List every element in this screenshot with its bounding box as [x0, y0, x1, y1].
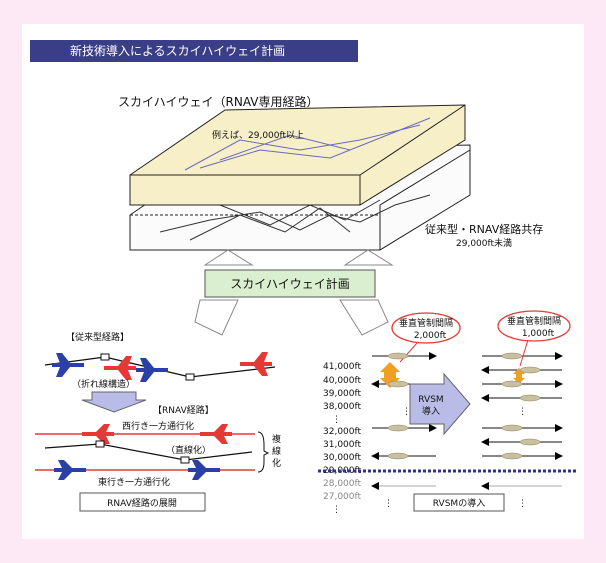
rvsm-arrow-line2: 導入 [422, 405, 440, 417]
zigzag-note: （折れ線構造） [72, 378, 135, 390]
dots: ⋮ [332, 505, 341, 515]
down-arrow-icon [81, 391, 147, 413]
westbound-label: 西行き一方通行化 [122, 420, 194, 432]
after-rvsm-levels: ⋮ ⋮ 垂直管制間隔 1,000ft [481, 310, 571, 509]
eastbound-plane-icon [52, 353, 84, 377]
westbound-plane-icon [104, 356, 136, 380]
rvsm-diagram: 41,000ft 40,000ft 39,000ft 38,000ft 32,0… [318, 310, 578, 515]
altitude-label: 38,000ft [323, 402, 362, 412]
route-fix [100, 353, 110, 361]
altitude-label: 31,000ft [323, 440, 362, 450]
aircraft-marks [387, 352, 541, 460]
altitude-label: 29,000ft [323, 466, 362, 476]
rvsm-intro-box [413, 493, 505, 512]
route-fix [95, 440, 105, 448]
altitude-label: 28,000ft [323, 479, 362, 489]
altitude-label: 41,000ft [323, 362, 362, 372]
skyhighway-example: 例えば、29,000ft以上 [212, 129, 304, 141]
route-fix [180, 456, 190, 464]
upper-airspace-block [129, 104, 466, 206]
rvsm-arrow: RVSM 導入 [409, 372, 471, 436]
altitude-label: 27,000ft [323, 492, 362, 502]
route-fix [185, 373, 195, 381]
westbound-plane-icon [82, 424, 114, 444]
skyhighway-label: スカイハイウェイ（RNAV専用経路） [118, 94, 319, 109]
page-title: 新技術導入によるスカイハイウェイ計画 [30, 40, 358, 62]
left-route-diagram: 【従来型経路】 （折れ線構造） 【RNAV経路】 西行き一方通行化 （直線化） … [35, 331, 281, 512]
dots: ⋮ [402, 407, 411, 417]
eastbound-plane-icon [188, 460, 220, 480]
dots: ⋮ [518, 407, 527, 417]
separation-after-callout [497, 310, 571, 342]
altitude-label: 30,000ft [323, 453, 362, 463]
separation-before-value: 2,000ft [414, 331, 447, 341]
rnav-route-label: 【RNAV経路】 [153, 404, 214, 416]
plan-box [204, 269, 376, 298]
dots: ⋮ [384, 499, 393, 509]
plan-box-label: スカイハイウェイ計画 [230, 276, 350, 291]
airspace-3d-diagram: スカイハイウェイ（RNAV専用経路） 例えば、29,000ft以上 従来型・RN… [118, 94, 543, 251]
westbound-plane-icon [200, 424, 232, 444]
straightened-route [44, 443, 253, 461]
separation-before-callout [391, 312, 461, 344]
dots: ⋮ [332, 415, 341, 425]
plan-box-group: スカイハイウェイ計画 [194, 249, 394, 336]
multi-route-label: 複線化 [272, 433, 281, 469]
altitude-label: 40,000ft [323, 376, 362, 386]
eastbound-plane-icon [136, 358, 168, 382]
straighten-note: （直線化） [166, 444, 211, 456]
dots: ⋮ [518, 499, 527, 509]
conventional-label: 従来型・RNAV経路共存 [425, 222, 543, 236]
rnav-expansion-label: RNAV経路の展開 [107, 497, 177, 509]
altitude-labels: 41,000ft 40,000ft 39,000ft 38,000ft 32,0… [323, 362, 362, 515]
separation-before-title: 垂直管制間隔 [399, 317, 453, 329]
eastbound-label: 東行き一方通行化 [98, 476, 170, 488]
westbound-plane-icon [240, 352, 272, 376]
conventional-route-label: 【従来型経路】 [66, 331, 129, 343]
altitude-label: 32,000ft [323, 427, 362, 437]
separation-after-value: 1,000ft [522, 329, 555, 339]
conventional-sub: 29,000ft未満 [456, 237, 512, 249]
eastbound-plane-icon [54, 460, 86, 480]
before-rvsm-levels: ⋮ ⋮ 垂直管制間隔 2,000ft [371, 312, 461, 509]
separation-after-title: 垂直管制間隔 [507, 315, 561, 327]
altitude-label: 39,000ft [323, 389, 362, 399]
rnav-expansion-box [79, 492, 206, 512]
rvsm-intro-label: RVSMの導入 [433, 497, 485, 509]
rvsm-arrow-line1: RVSM [418, 395, 443, 405]
brace [257, 431, 270, 473]
